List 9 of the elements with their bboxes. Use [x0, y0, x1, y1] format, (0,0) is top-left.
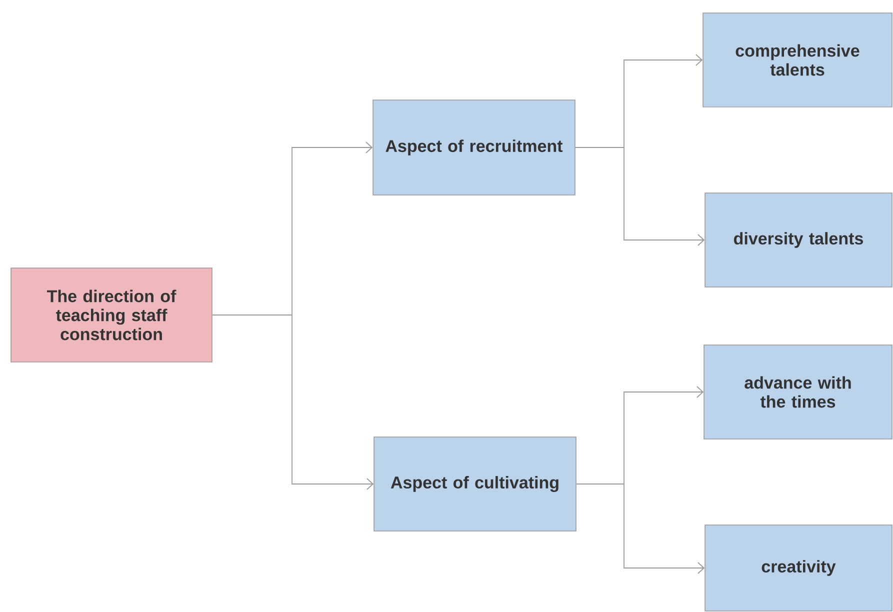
arrow	[576, 484, 705, 574]
process-box: Aspect of recruitment	[372, 100, 576, 196]
process-box: advance with the times	[704, 344, 892, 440]
arrow	[574, 147, 705, 246]
process-box: comprehensive talents	[702, 12, 892, 108]
process-box: creativity	[704, 524, 892, 612]
process-box: diversity talents	[704, 192, 892, 288]
process-box: Aspect of cultivating	[374, 436, 576, 532]
process-box: The direction of teaching staff construction	[10, 268, 212, 362]
